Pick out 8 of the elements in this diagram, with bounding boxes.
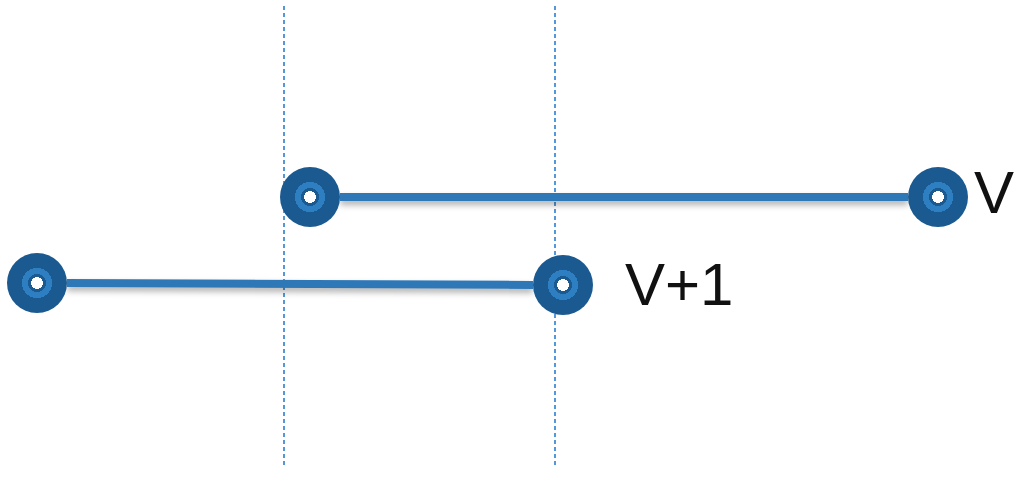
endpoint-label: V xyxy=(974,163,1015,223)
line-segment xyxy=(340,193,908,201)
endpoint-circle xyxy=(7,253,67,313)
endpoint-circle xyxy=(908,167,968,227)
line-segment xyxy=(67,279,533,289)
endpoint-circle xyxy=(280,167,340,227)
endpoint-circle xyxy=(533,255,593,315)
endpoint-label: V+1 xyxy=(625,255,734,315)
